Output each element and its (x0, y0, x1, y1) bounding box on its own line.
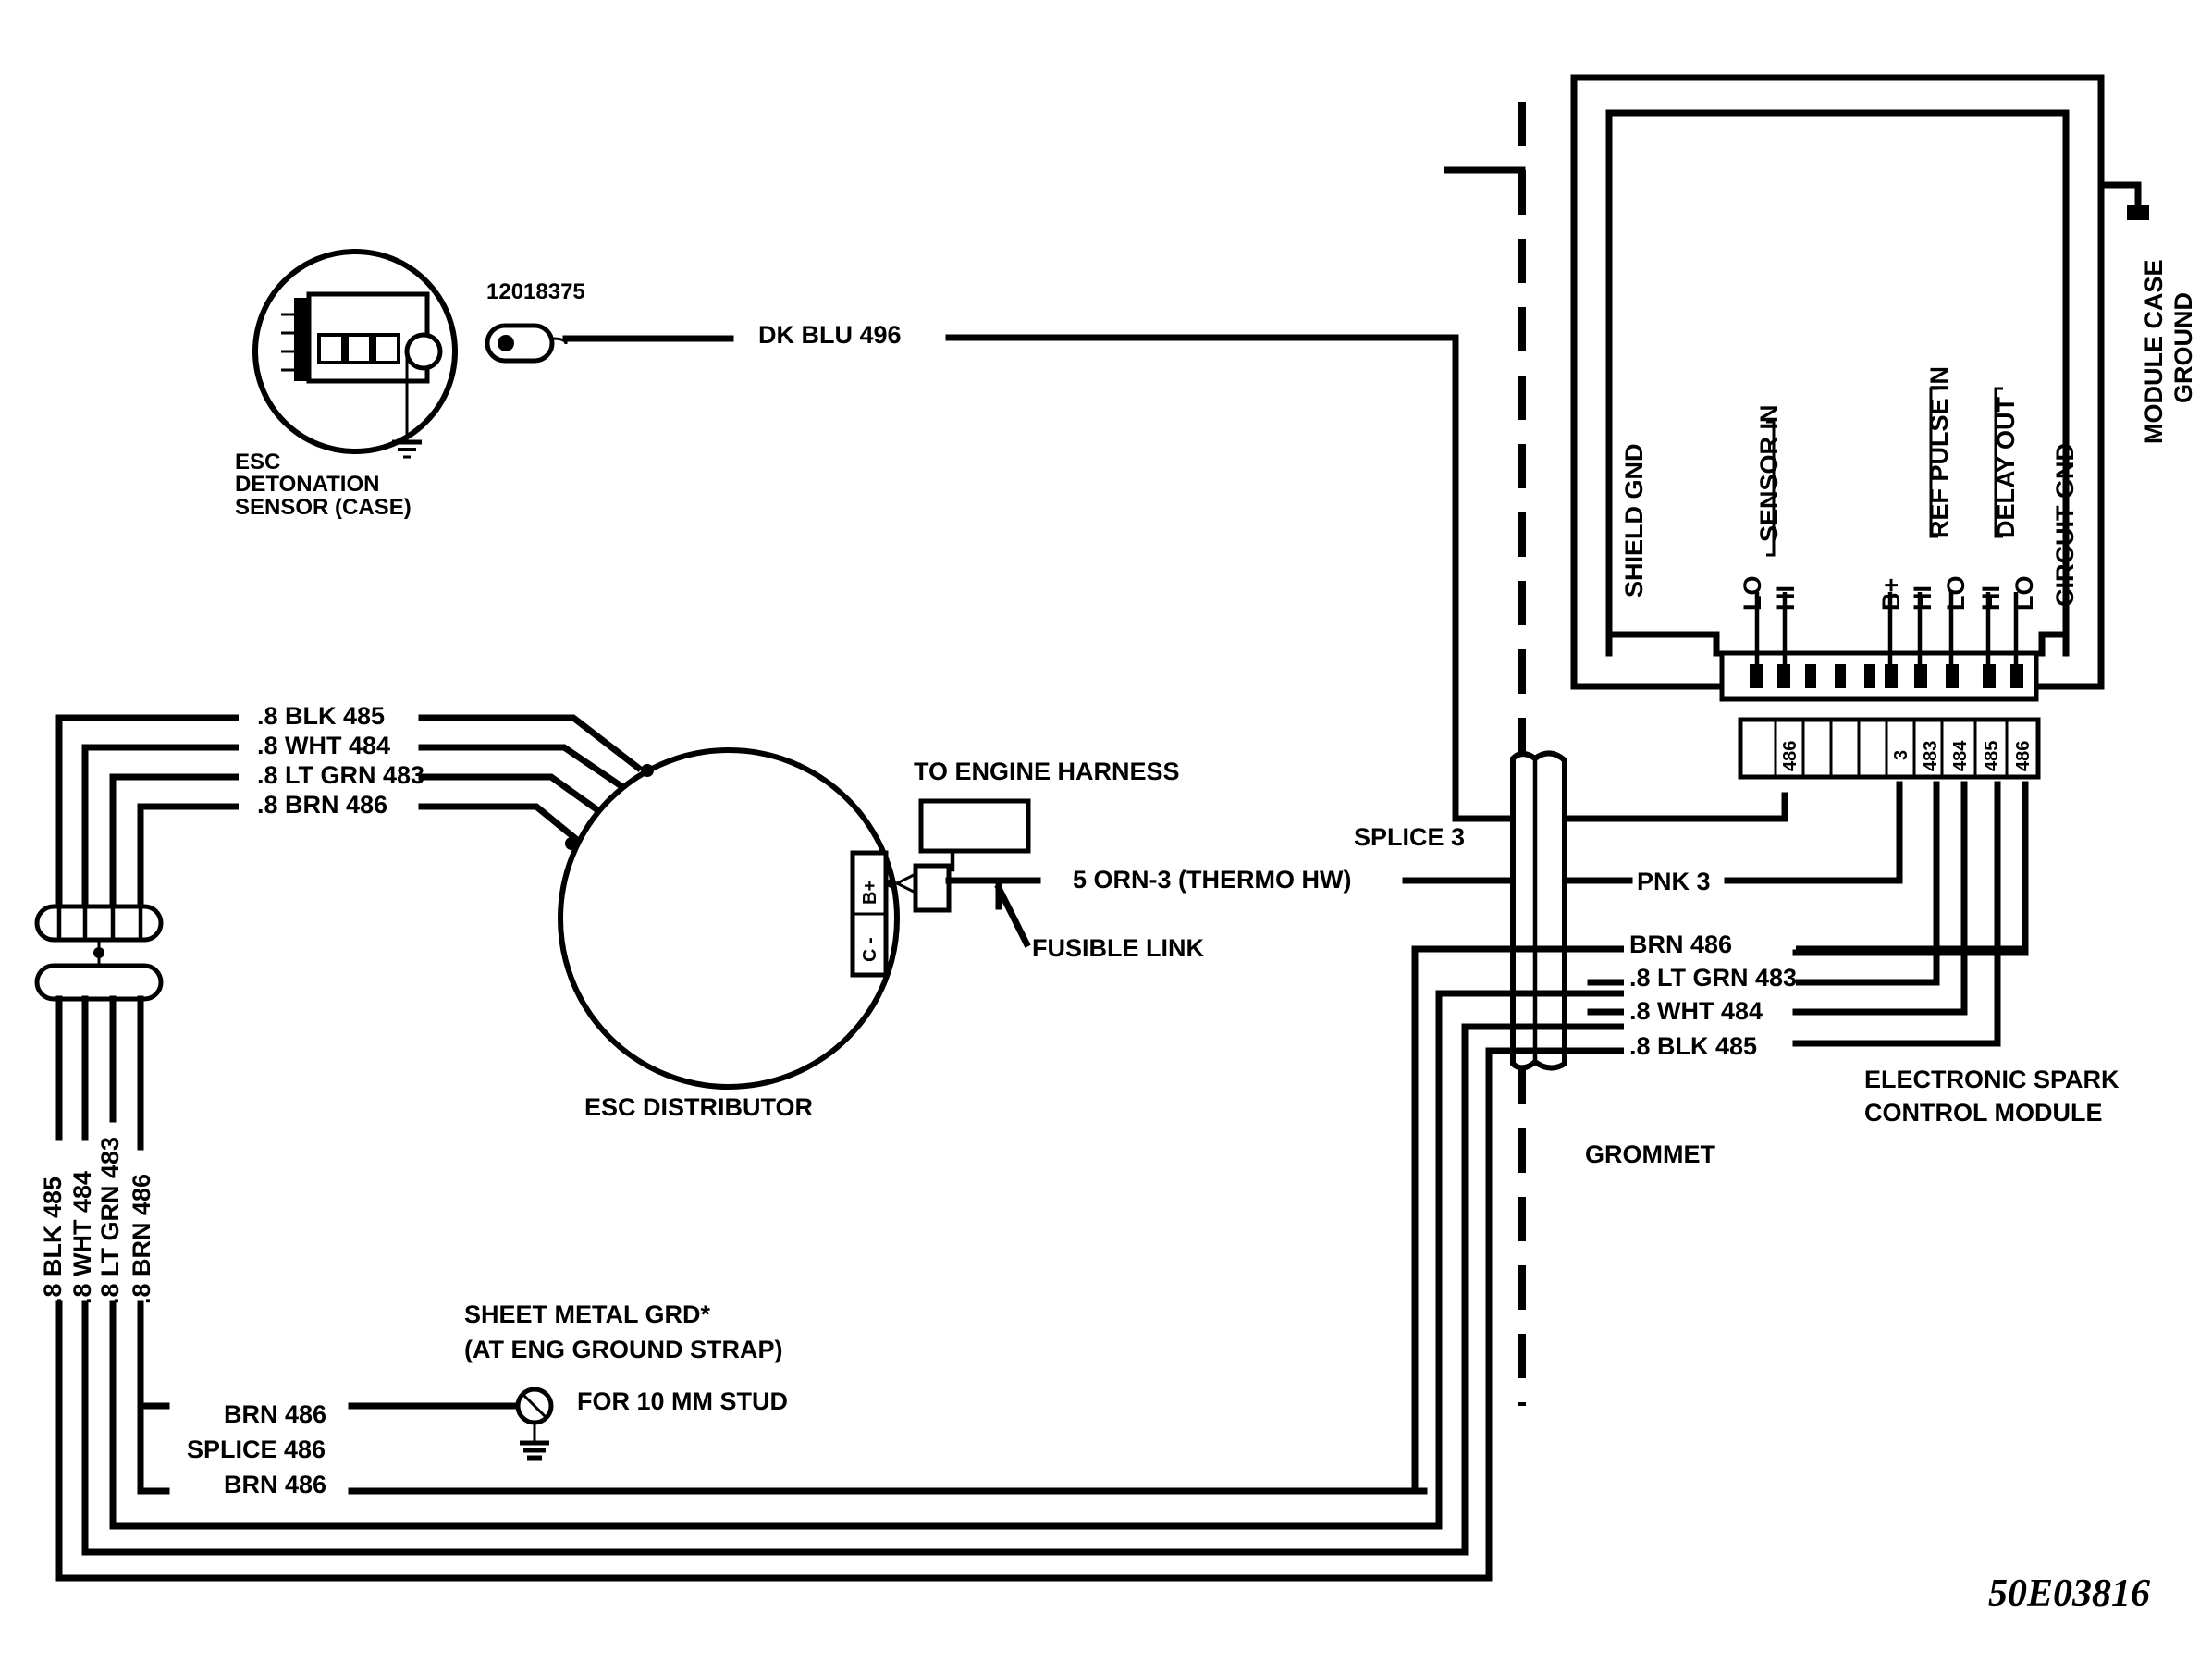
module-name-2: CONTROL MODULE (1864, 1099, 2103, 1127)
ground-label-1: SHEET METAL GRD* (464, 1300, 711, 1328)
dist-wire-label-1: .8 BLK 485 (257, 702, 385, 730)
ground-brn-bottom: BRN 486 (224, 1471, 326, 1498)
module-wire-label-3: .8 WHT 484 (1629, 997, 1763, 1025)
dist-wire-label-2: .8 WHT 484 (257, 732, 390, 759)
engine-harness-connector (896, 798, 1041, 948)
pin-sensor-in: SENSOR IN (1755, 404, 1783, 542)
sheet-metal-ground (348, 1387, 1419, 1495)
sensor-label-3: SENSOR (CASE) (235, 495, 412, 520)
conn-num-4: 484 (1950, 740, 1971, 771)
esc-distributor: B+ C - (558, 747, 900, 1090)
harness-vlabel-2: .8 WHT 484 (68, 1171, 96, 1304)
splice3-label: SPLICE 3 (1354, 823, 1465, 851)
dist-wire-label-3: .8 LT GRN 483 (257, 761, 424, 789)
conn-num-3: 483 (1921, 741, 1941, 771)
sensor-label-1: ESC (235, 450, 280, 475)
figure-id: 50E03816 (1988, 1572, 2150, 1615)
pin-hi-3: HI (1977, 585, 2005, 610)
detonation-sensor: ESC DETONATION SENSOR (CASE) (235, 249, 458, 520)
module-name-1: ELECTRONIC SPARK (1864, 1066, 2120, 1093)
harness-vlabel-1: .8 BLK 485 (39, 1177, 67, 1304)
pin-circuit-gnd: CIRCUIT GND (2051, 443, 2079, 607)
conn-num-2: 3 (1891, 750, 1911, 760)
sensor-label-2: DETONATION (235, 472, 379, 497)
engine-harness-label: TO ENGINE HARNESS (914, 758, 1180, 785)
sensor-connector: 12018375 DK BLU 496 (485, 279, 902, 364)
pin-shield-gnd: SHIELD GND (1620, 443, 1648, 598)
harness-vlabel-3: .8 LT GRN 483 (96, 1137, 124, 1304)
dist-wire-label-4: .8 BRN 486 (257, 791, 387, 819)
module-case-ground-2: GROUND (2169, 292, 2197, 403)
sensor-wire-label: DK BLU 496 (758, 321, 902, 349)
pin-lo-3: LO (2010, 576, 2038, 611)
pin-hi-2: HI (1909, 585, 1936, 610)
ground-splice-label: SPLICE 486 (187, 1436, 326, 1463)
module-wire-label-2: .8 LT GRN 483 (1629, 964, 1797, 992)
module-wire-label-4: .8 BLK 485 (1629, 1032, 1757, 1060)
module-case-ground-1: MODULE CASE (2140, 259, 2168, 444)
conn-num-5: 485 (1982, 741, 2002, 771)
dk-blu-496-wire (945, 334, 1788, 822)
ground-stud-label: FOR 10 MM STUD (577, 1387, 788, 1415)
ground-brn-top: BRN 486 (224, 1400, 326, 1428)
conn-num-6: 486 (2013, 741, 2034, 771)
engine-harness-wire: 5 ORN-3 (THERMO HW) (1073, 866, 1351, 894)
distributor-label: ESC DISTRIBUTOR (584, 1093, 813, 1121)
grommet-label: GROMMET (1585, 1140, 1715, 1168)
grommet (1510, 750, 1567, 1071)
harness-vlabel-4: .8 BRN 486 (128, 1174, 155, 1304)
ground-label-2: (AT ENG GROUND STRAP) (464, 1336, 783, 1363)
conn-num-1: 486 (1780, 741, 1800, 771)
dist-terminal-b: B+ (860, 881, 880, 905)
esc-module (1570, 74, 2149, 780)
pnk3-label: PNK 3 (1637, 868, 1711, 895)
dist-terminal-c: C - (860, 937, 880, 962)
pin-lo-1: LO (1739, 576, 1766, 611)
pnk-3-wire (1724, 781, 1903, 884)
fusible-link-label: FUSIBLE LINK (1032, 934, 1204, 962)
pin-delay-out: DELAY OUT (1992, 396, 2020, 538)
module-wire-label-1: BRN 486 (1629, 931, 1732, 958)
pin-hi-1: HI (1772, 585, 1800, 610)
pin-bplus: B+ (1877, 578, 1905, 610)
sensor-part-number: 12018375 (486, 279, 585, 304)
pin-ref-pulse-in: REF PULSE IN (1925, 366, 1953, 538)
pin-lo-2: LO (1942, 576, 1970, 611)
